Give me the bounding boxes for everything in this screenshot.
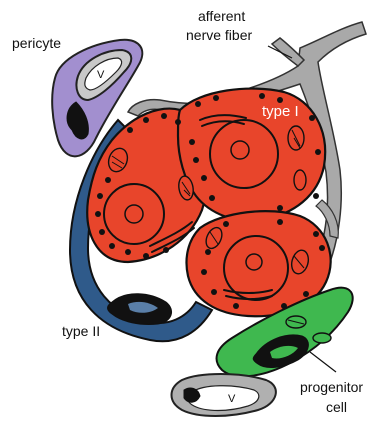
pericyte-label: pericyte bbox=[12, 35, 61, 51]
type-one-label: type I bbox=[262, 103, 299, 120]
capillary-vessel-bottom bbox=[172, 374, 276, 416]
vessel-top-label: V bbox=[97, 69, 105, 81]
vessel-bottom-label: V bbox=[228, 393, 236, 405]
afferent-label-line2: nerve fiber bbox=[186, 27, 252, 43]
type-two-label: type II bbox=[62, 323, 100, 339]
type-one-cell-cluster bbox=[87, 89, 330, 317]
afferent-label-line1: afferent bbox=[198, 8, 245, 24]
progenitor-label-line2: cell bbox=[326, 399, 347, 415]
progenitor-label-line1: progenitor bbox=[300, 379, 363, 395]
